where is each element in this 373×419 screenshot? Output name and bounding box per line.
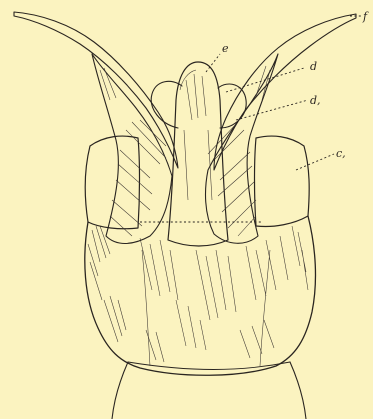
median-lobe <box>168 62 228 246</box>
paramere-left-hatching <box>100 68 166 236</box>
label-f: f <box>362 10 369 23</box>
basal-segment <box>112 362 306 419</box>
filament-right <box>214 14 356 170</box>
basal-capsule <box>85 216 316 375</box>
lateral-lobe-right <box>255 136 310 226</box>
label-d: d <box>310 60 317 73</box>
leader-e <box>206 54 220 72</box>
leader-c1 <box>296 154 334 170</box>
label-d1: d, <box>310 94 321 107</box>
label-e: e <box>222 42 229 55</box>
label-c1: c, <box>336 147 346 160</box>
lateral-lobe-left <box>85 136 139 229</box>
leader-d1 <box>236 100 308 120</box>
paramere-left <box>92 54 172 244</box>
